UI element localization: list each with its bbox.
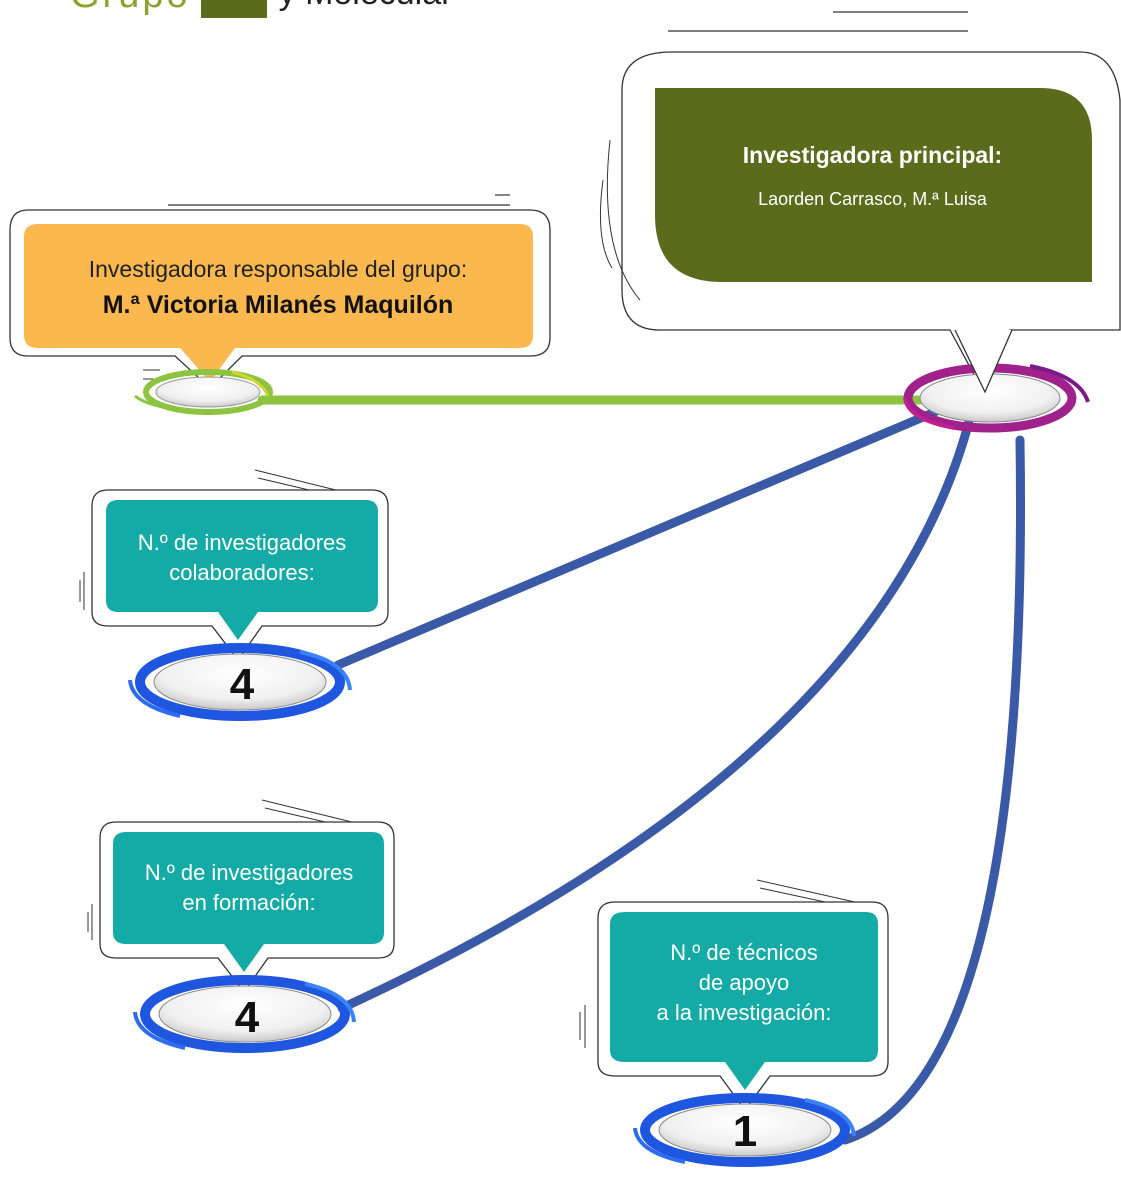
in-training-label-line1: N.º de investigadores: [144, 860, 354, 885]
in-training-label-line2: en formación:: [182, 890, 316, 915]
connector-in-training: [337, 413, 975, 1013]
technicians-callout: [579, 879, 889, 1112]
collaborators-label: N.º de investigadores colaboradores:: [106, 528, 378, 588]
in-training-label: N.º de investigadores en formación:: [113, 858, 385, 918]
connector-technicians: [840, 435, 1025, 1145]
principal-box: [655, 88, 1092, 282]
principal-title: Investigadora principal:: [742, 142, 1003, 168]
collaborators-count: 4: [229, 660, 255, 709]
node-responsible: [134, 369, 273, 415]
responsible-name: M.ª Victoria Milanés Maquilón: [102, 291, 454, 319]
collaborators-box: [106, 500, 378, 640]
header-subtitle: y Molecular: [279, 0, 453, 12]
technicians-label-line1: N.º de técnicos: [670, 940, 818, 965]
in-training-count: 4: [234, 993, 260, 1042]
in-training-box: [113, 832, 384, 972]
responsible-label: Investigadora responsable del grupo:: [88, 256, 468, 282]
connector-collaborators: [333, 407, 940, 670]
responsible-box: [24, 224, 533, 382]
decor-arc: [606, 139, 641, 301]
in-training-callout: [87, 799, 395, 994]
technicians-label: N.º de técnicos de apoyo a la investigac…: [610, 938, 878, 1028]
node-in-training: [133, 975, 356, 1053]
principal-name: Laorden Carrasco, M.ª Luisa: [758, 189, 987, 209]
page-header: Grupo 27 y Molecular: [70, 0, 452, 18]
principal-callout: [599, 51, 1121, 397]
decor-lines-top: [168, 11, 968, 206]
technicians-count: 1: [732, 1107, 758, 1156]
collaborators-callout: [79, 469, 389, 662]
collaborators-label-line2: colaboradores:: [169, 560, 315, 585]
node-principal: [903, 329, 1090, 433]
collaborators-label-line1: N.º de investigadores: [137, 530, 347, 555]
technicians-label-line3: a la investigación:: [656, 1000, 832, 1025]
group-word: Grupo: [70, 0, 191, 16]
node-technicians: [633, 1093, 856, 1167]
responsible-callout: [9, 209, 551, 389]
group-number: 27: [200, 0, 267, 18]
node-collaborators: [128, 643, 352, 721]
technicians-box: [610, 912, 878, 1090]
technicians-label-line2: de apoyo: [698, 970, 790, 995]
